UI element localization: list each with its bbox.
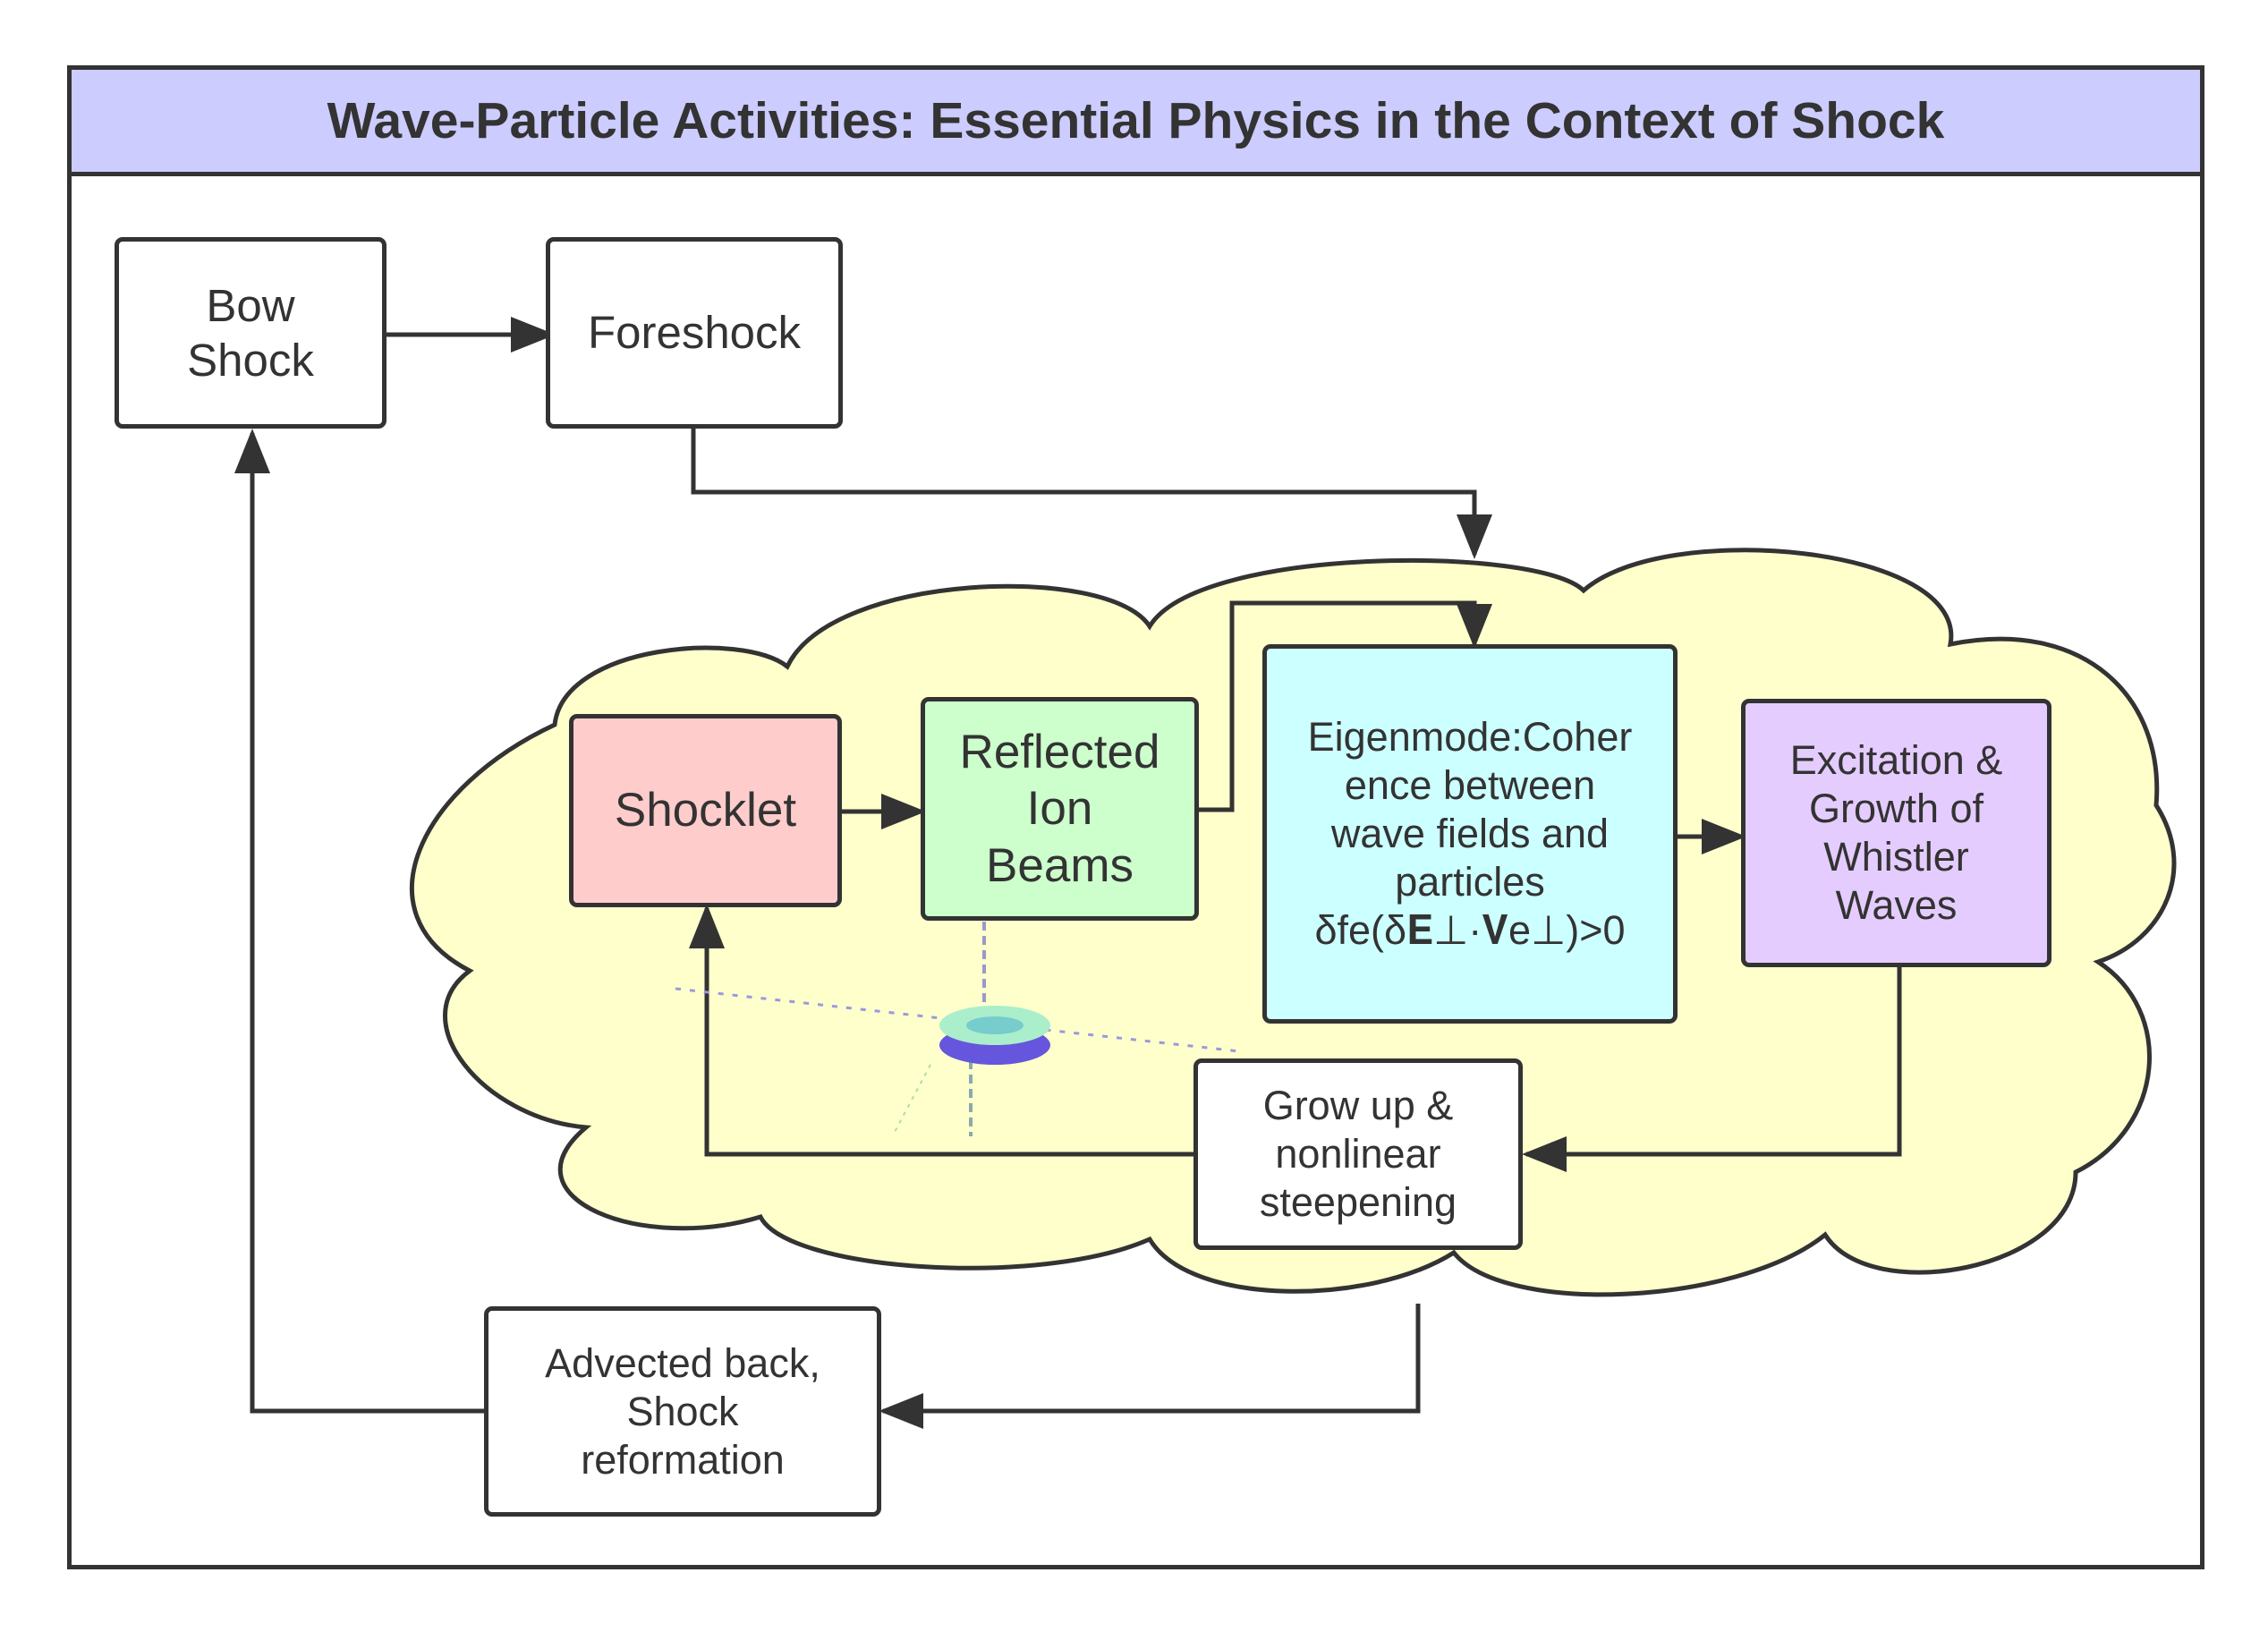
arrow-excitation-to-grow-up bbox=[1522, 967, 1902, 1172]
reflected-ion-beams-label: Reflected Ion Beams bbox=[959, 725, 1160, 892]
arrow-foreshock-to-cloud bbox=[691, 429, 1492, 559]
shocklet-node: Shocklet bbox=[569, 714, 842, 907]
arrow-cloud-to-advected bbox=[879, 1304, 1421, 1429]
foreshock-node: Foreshock bbox=[546, 237, 843, 429]
arrow-grow-up-to-shocklet bbox=[689, 904, 1194, 1157]
spinning-disc-illustration bbox=[675, 922, 1240, 1136]
diagram-title: Wave-Particle Activities: Essential Phys… bbox=[67, 65, 2204, 176]
bow-shock-node: Bow Shock bbox=[115, 237, 386, 429]
advected-node: Advected back, Shock reformation bbox=[484, 1306, 881, 1517]
foreshock-label: Foreshock bbox=[587, 307, 802, 359]
excitation-node: Excitation & Growth of Whistler Waves bbox=[1741, 699, 2051, 967]
arrow-advected-to-bow-shock bbox=[234, 429, 485, 1414]
bow-shock-label: Bow Shock bbox=[187, 279, 314, 386]
grow-up-node: Grow up & nonlinear steepening bbox=[1193, 1058, 1523, 1250]
arrow-reflected-ion-beams-to-eigenmode bbox=[1199, 600, 1492, 812]
reflected-ion-beams-node: Reflected Ion Beams bbox=[921, 697, 1199, 921]
grow-up-label: Grow up & nonlinear steepening bbox=[1259, 1083, 1457, 1225]
advected-label: Advected back, Shock reformation bbox=[545, 1339, 820, 1483]
excitation-label: Excitation & Growth of Whistler Waves bbox=[1789, 737, 2003, 928]
diagram-title-text: Wave-Particle Activities: Essential Phys… bbox=[327, 92, 1945, 149]
shocklet-label: Shocklet bbox=[614, 784, 797, 837]
eigenmode-node: Eigenmode:Coher ence between wave fields… bbox=[1262, 644, 1678, 1024]
eigenmode-label: Eigenmode:Coher ence between wave fields… bbox=[1307, 714, 1633, 953]
